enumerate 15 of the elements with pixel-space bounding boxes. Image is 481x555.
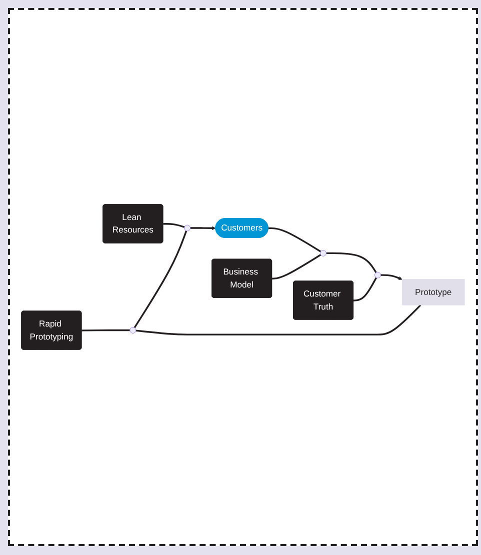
node-box: Prototype bbox=[402, 279, 465, 306]
connector bbox=[82, 329, 130, 332]
arrow bbox=[380, 274, 402, 280]
connector bbox=[326, 252, 377, 273]
arrow bbox=[190, 226, 216, 230]
connector bbox=[268, 227, 322, 252]
node-circle bbox=[130, 327, 136, 334]
node-circle bbox=[320, 250, 326, 256]
connector bbox=[353, 277, 378, 302]
connector bbox=[136, 304, 422, 336]
connector bbox=[163, 223, 185, 228]
node-circle bbox=[374, 272, 381, 278]
node-circle bbox=[184, 224, 191, 232]
connector bbox=[134, 230, 188, 328]
connector bbox=[272, 254, 322, 280]
